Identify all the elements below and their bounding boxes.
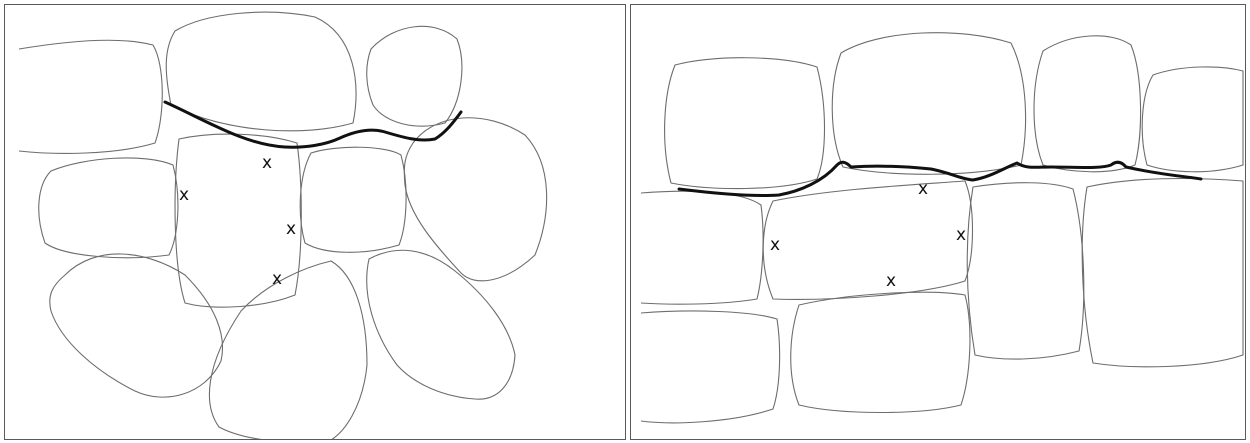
- stone: [967, 183, 1084, 359]
- stone: [367, 250, 515, 399]
- x-marker: x: [262, 153, 272, 173]
- stone: [39, 158, 178, 258]
- stone: [665, 58, 825, 189]
- stone: [50, 254, 223, 397]
- x-marker: x: [918, 179, 928, 199]
- stone: [641, 191, 763, 304]
- stone: [1082, 179, 1243, 367]
- right-drawing: x x x x: [631, 5, 1246, 440]
- x-marker: x: [179, 185, 189, 205]
- left-drawing: x x x x: [5, 5, 626, 440]
- left-panel: x x x x: [4, 4, 626, 440]
- stone: [166, 12, 356, 131]
- x-marker: x: [956, 225, 966, 245]
- x-marker: x: [886, 271, 896, 291]
- stone: [367, 26, 462, 126]
- crack-line: [679, 162, 1201, 195]
- stone: [1142, 67, 1243, 172]
- stone: [832, 33, 1025, 175]
- stone: [209, 261, 367, 440]
- stone: [175, 134, 301, 307]
- stone: [791, 292, 970, 412]
- stone: [404, 118, 546, 281]
- stone: [641, 311, 780, 423]
- x-marker: x: [770, 235, 780, 255]
- x-marker: x: [272, 269, 282, 289]
- stone: [1034, 36, 1141, 172]
- stone: [763, 181, 972, 299]
- x-marker: x: [286, 219, 296, 239]
- crack-line: [165, 102, 461, 147]
- stone: [19, 40, 162, 153]
- right-panel: x x x x: [630, 4, 1246, 440]
- stone: [300, 147, 406, 252]
